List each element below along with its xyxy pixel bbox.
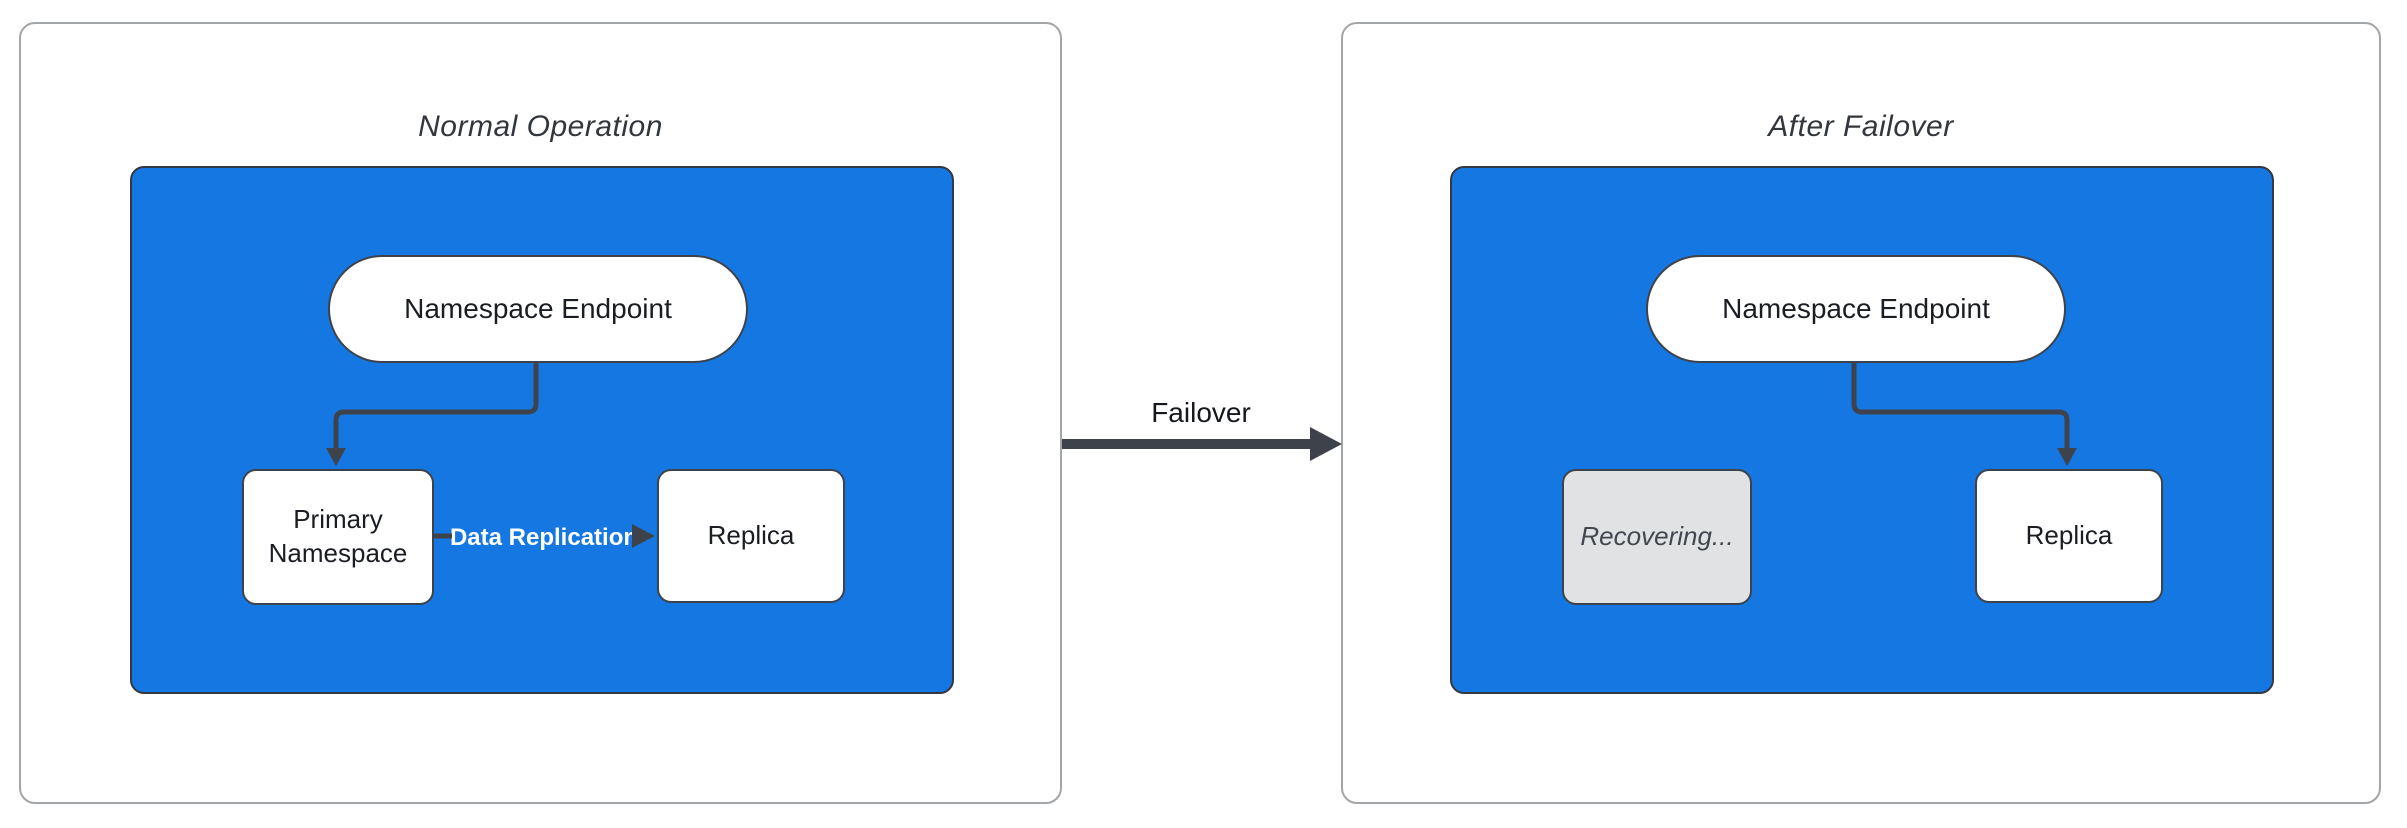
primary-namespace-node: Primary Namespace [242, 469, 434, 605]
namespace-group-box-right [1450, 166, 2274, 694]
recovering-node: Recovering... [1562, 469, 1752, 605]
namespace-endpoint-node-left: Namespace Endpoint [328, 255, 748, 363]
panel-title-after-failover: After Failover [1768, 110, 1954, 143]
namespace-endpoint-node-right: Namespace Endpoint [1646, 255, 2066, 363]
replica-node-right: Replica [1975, 469, 2163, 603]
failover-label: Failover [1151, 397, 1251, 428]
panel-title-normal-operation: Normal Operation [418, 110, 663, 143]
data-replication-label: Data Replication [449, 524, 639, 551]
namespace-group-box-left [130, 166, 954, 694]
panel-normal-operation: Normal Operation Namespace Endpoint Prim… [19, 22, 1062, 804]
failover-arrow [1062, 427, 1342, 461]
replica-node-left: Replica [657, 469, 845, 603]
panel-after-failover: After Failover Namespace Endpoint Recove… [1341, 22, 2381, 804]
